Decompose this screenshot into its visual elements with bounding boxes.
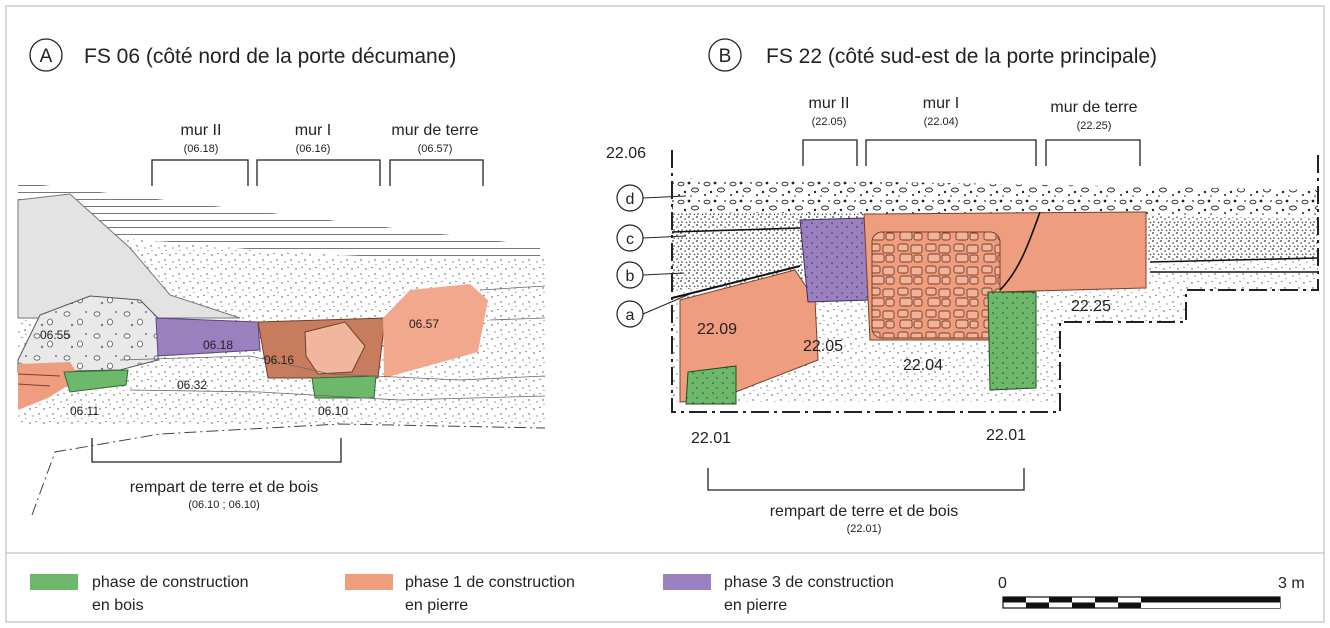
panel-a-letter: A <box>40 46 53 67</box>
panel-b-marker-b: b <box>626 268 635 285</box>
panel-b: B FS 22 (côté sud-est de la porte princi… <box>606 38 1319 535</box>
panel-b-layer-2205 <box>799 217 871 303</box>
legend-stone1-line2: en pierre <box>405 597 468 614</box>
panel-a-excavation-limit <box>31 423 546 516</box>
panel-a-stone-block <box>304 321 366 375</box>
panel-a-label-0655: 06.55 <box>40 328 70 342</box>
panel-b-post-left <box>685 365 737 405</box>
panel-a-wall-ii-name: mur II <box>181 122 222 139</box>
panel-b-wall-ii-name: mur II <box>809 95 850 112</box>
panel-b-wall-i-code: (22.04) <box>924 116 959 128</box>
legend-wood-line1: phase de construction <box>92 574 249 591</box>
panel-b-wall-earth-name: mur de terre <box>1050 99 1137 116</box>
panel-a-rampart-name: rempart de terre et de bois <box>130 479 319 496</box>
figure-frame <box>5 5 1325 623</box>
panel-b-label-2201-right: 22.01 <box>986 427 1026 444</box>
panel-b-title: FS 22 (côté sud-est de la porte principa… <box>766 45 1157 68</box>
legend-stone3-line2: en pierre <box>724 597 787 614</box>
panel-b-wall-brackets <box>802 139 1141 166</box>
panel-a-grey-mound <box>17 193 241 319</box>
panel-b-marker-a: a <box>626 307 635 324</box>
panel-b-marker-c: c <box>626 231 634 248</box>
panel-b-label-2225: 22.25 <box>1071 298 1111 315</box>
scale-bar: 0 3 m <box>998 575 1305 609</box>
panel-b-wall-ii-code: (22.05) <box>812 116 847 128</box>
panel-b-wall-earth-code: (22.25) <box>1077 120 1112 132</box>
panel-a-wall-i-name: mur I <box>295 122 331 139</box>
panel-b-letter: B <box>719 46 732 67</box>
legend: phase de construction en bois phase 1 de… <box>30 574 894 614</box>
panel-a-label-0657: 06.57 <box>409 317 439 331</box>
panel-a-wall-i-code: (06.16) <box>296 143 331 155</box>
panel-a-layer-0611 <box>63 369 129 393</box>
panel-a-label-0618: 06.18 <box>203 338 233 352</box>
panel-b-post-right <box>987 291 1037 391</box>
panel-b-label-2201-left: 22.01 <box>691 430 731 447</box>
panel-b-section-label: 22.06 <box>606 145 646 162</box>
panel-b-excavation-outline <box>671 150 1319 413</box>
panel-a-layer-0610 <box>311 375 377 399</box>
panel-b-layer-d <box>672 178 1318 218</box>
panel-a-label-0616: 06.16 <box>264 353 294 367</box>
scale-start: 0 <box>998 575 1007 592</box>
panel-a-layer-0657 <box>383 284 488 378</box>
panel-a-wall-brackets <box>151 159 484 186</box>
legend-swatch-stone3 <box>663 574 711 590</box>
panel-a-title: FS 06 (côté nord de la porte décumane) <box>84 45 456 68</box>
panel-a-rampart-code: (06.10 ; 06.10) <box>188 499 260 511</box>
panel-a-badge <box>29 38 63 72</box>
panel-a-label-0632: 06.32 <box>177 378 207 392</box>
panel-b-marker-d: d <box>626 191 635 208</box>
panel-b-stone-core <box>871 231 1001 339</box>
legend-stone1-line1: phase 1 de construction <box>405 574 575 591</box>
panel-b-label-2205: 22.05 <box>803 338 843 355</box>
panel-b-rampart-bracket <box>707 468 1025 491</box>
legend-swatch-wood <box>30 574 78 590</box>
panel-a-layer-0618 <box>155 317 261 357</box>
panel-b-rampart-code: (22.01) <box>847 523 882 535</box>
panel-b-badge <box>708 38 742 72</box>
panel-a-wall-earth-name: mur de terre <box>391 122 478 139</box>
panel-a-label-0610: 06.10 <box>318 404 348 418</box>
panel-a-rampart-bracket <box>91 438 342 463</box>
legend-wood-line2: en bois <box>92 597 144 614</box>
panel-a-label-0611: 06.11 <box>70 404 99 418</box>
panel-b-wall-i-name: mur I <box>923 95 959 112</box>
scale-end: 3 m <box>1278 575 1305 592</box>
panel-a-wall-ii-code: (06.18) <box>184 143 219 155</box>
panel-b-rampart-name: rempart de terre et de bois <box>770 503 959 520</box>
panel-b-label-2209: 22.09 <box>697 321 737 338</box>
panel-b-label-2204: 22.04 <box>903 357 943 374</box>
panel-a-wall-earth-code: (06.57) <box>418 143 453 155</box>
legend-swatch-stone1 <box>345 574 393 590</box>
panel-a: A FS 06 (côté nord de la porte décumane)… <box>17 38 546 516</box>
legend-stone3-line1: phase 3 de construction <box>724 574 894 591</box>
